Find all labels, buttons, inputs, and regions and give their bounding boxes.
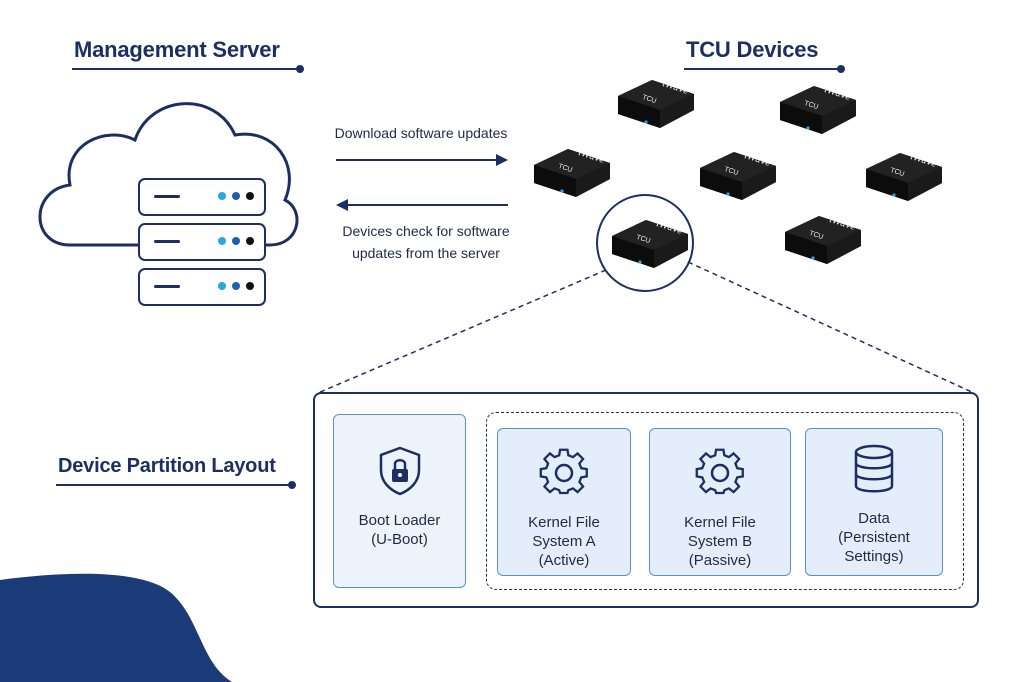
management-server-underline <box>72 65 304 73</box>
gear-icon <box>695 448 744 495</box>
tcu-devices-heading: TCU Devices <box>686 37 819 62</box>
tcu-device-body <box>866 153 942 201</box>
zoom-line-left <box>317 269 607 394</box>
database-icon <box>854 444 894 493</box>
download-arrowhead <box>496 154 508 166</box>
partition-data: Data (Persistent Settings) <box>805 428 943 576</box>
download-label: Download software updates <box>334 125 508 141</box>
partition-kernel-b: Kernel File System B (Passive) <box>649 428 791 576</box>
server-unit <box>138 268 266 306</box>
gear-icon <box>539 448 588 495</box>
tcu-device-body <box>612 220 688 268</box>
tcu-device: iWave TCU <box>694 146 780 206</box>
shield-lock-icon <box>379 446 420 496</box>
tcu-device: iWave TCU <box>860 147 946 207</box>
tcu-device-body <box>700 152 776 200</box>
tcu-device-body <box>780 86 856 134</box>
device-partition-layout-heading: Device Partition Layout <box>58 455 276 477</box>
tcu-device: iWave TCU <box>774 80 860 140</box>
tcu-devices-underline <box>684 65 845 73</box>
device-partition-layout-underline <box>56 481 296 489</box>
tcu-device-body <box>618 80 694 128</box>
partition-label: Kernel File System A (Active) <box>528 514 600 569</box>
tcu-device: iWave TCU <box>606 214 692 274</box>
kernel-data-group <box>486 412 964 590</box>
decorative-wave <box>0 573 232 682</box>
partition-kernel-a: Kernel File System A (Active) <box>497 428 631 576</box>
zoom-line-right <box>687 261 975 394</box>
server-unit <box>138 178 266 216</box>
partition-label: Kernel File System B (Passive) <box>684 514 756 569</box>
check-label-line1: Devices check for software <box>342 223 510 239</box>
partition-label: Data (Persistent Settings) <box>838 510 910 565</box>
management-server-heading: Management Server <box>74 37 280 62</box>
server-unit <box>138 223 266 261</box>
check-label-line2: updates from the server <box>352 245 500 261</box>
server-rack <box>138 178 266 306</box>
tcu-device: iWave TCU <box>612 74 698 134</box>
tcu-device: iWave TCU <box>779 210 865 270</box>
tcu-device-body <box>785 216 861 264</box>
partition-label: Boot Loader (U-Boot) <box>358 512 441 548</box>
tcu-device-body <box>534 149 610 197</box>
zoom-circle <box>596 194 694 292</box>
check-arrowhead <box>336 199 348 211</box>
tcu-device: iWave TCU <box>528 143 614 203</box>
partition-boot-loader: Boot Loader (U-Boot) <box>333 414 466 588</box>
